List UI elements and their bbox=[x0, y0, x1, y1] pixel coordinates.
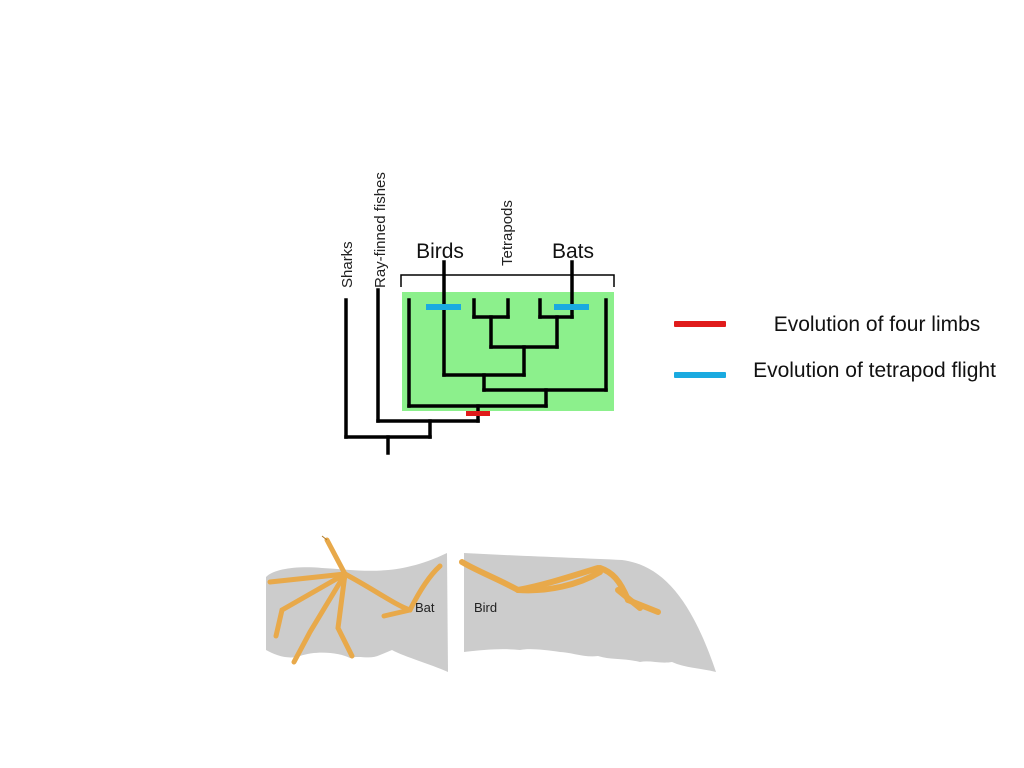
legend-label-tetrapod-flight: Evolution of tetrapod flight bbox=[753, 359, 996, 382]
bat-bone-outline bbox=[321, 535, 328, 541]
bird-wing-membrane bbox=[464, 553, 716, 672]
tetrapod-bracket bbox=[400, 274, 615, 287]
four-limbs-marker bbox=[466, 411, 490, 416]
clade-label-bats: Bats bbox=[552, 240, 594, 263]
bird-wing-bones bbox=[459, 559, 661, 615]
legend-swatch-four-limbs bbox=[674, 321, 726, 327]
wing-label-bat: Bat bbox=[415, 600, 435, 615]
clade-label-birds: Birds bbox=[416, 240, 464, 263]
taxon-label-sharks: Sharks bbox=[339, 241, 356, 288]
taxon-label-ray-finned-fishes: Ray-finned fishes bbox=[372, 172, 389, 288]
legend-swatch-tetrapod-flight bbox=[674, 372, 726, 378]
bat-wing-membrane bbox=[266, 553, 448, 672]
wing-label-bird: Bird bbox=[474, 600, 497, 615]
tree-branches bbox=[344, 260, 608, 455]
bird-flight-marker bbox=[426, 304, 461, 310]
bat-flight-marker bbox=[554, 304, 589, 310]
legend-label-four-limbs: Evolution of four limbs bbox=[773, 313, 981, 336]
bat-wing-bones bbox=[267, 537, 443, 665]
taxon-label-tetrapods: Tetrapods bbox=[499, 200, 516, 266]
